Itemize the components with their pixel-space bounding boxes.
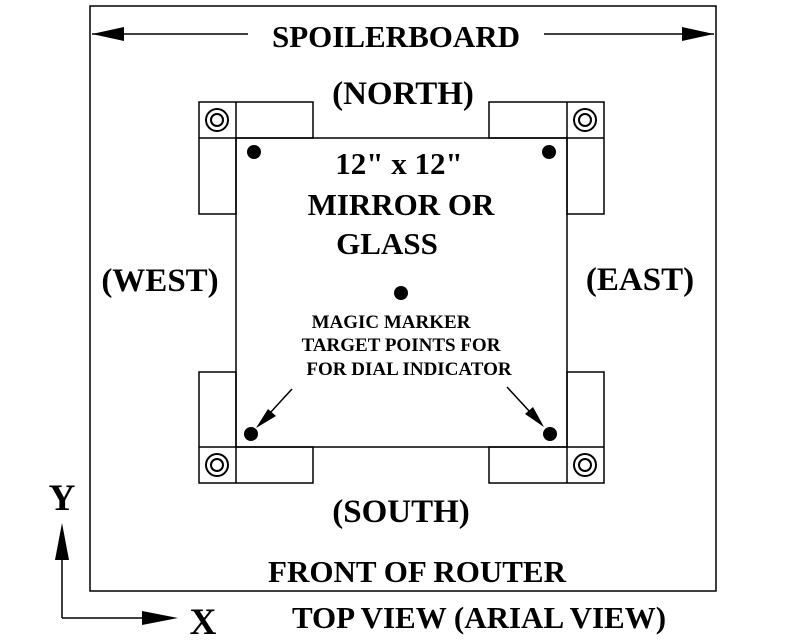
- target-point-nw: [247, 145, 261, 159]
- clamp-outlines: [198, 101, 605, 484]
- target-point-se: [543, 427, 557, 441]
- view-label: TOP VIEW (ARIAL VIEW): [292, 600, 666, 635]
- target-point-center: [394, 286, 408, 300]
- marker-note-line1: MAGIC MARKER: [312, 312, 471, 333]
- glass-plate: [235, 137, 568, 448]
- west-label: (WEST): [101, 263, 218, 299]
- spoilerboard-border: [89, 5, 717, 592]
- east-label: (EAST): [586, 262, 694, 298]
- leader-arrow-sw: [256, 388, 293, 428]
- axis-indicator: [55, 523, 178, 625]
- glass-material-label-2: GLASS: [336, 226, 438, 261]
- glass-size-label: 12" x 12": [335, 146, 462, 181]
- south-label: (SOUTH): [332, 494, 470, 530]
- spoilerboard-label: SPOILERBOARD: [272, 19, 520, 54]
- x-axis-label: X: [190, 602, 217, 640]
- north-label: (NORTH): [332, 76, 474, 112]
- bolt-ne: [573, 108, 597, 132]
- leader-arrow-se: [506, 386, 544, 427]
- glass-material-label: MIRROR OR: [308, 187, 495, 222]
- bolt-se: [573, 453, 597, 477]
- target-point-ne: [542, 145, 556, 159]
- front-of-router-label: FRONT OF ROUTER: [268, 554, 567, 589]
- marker-note-line2: TARGET POINTS FOR: [302, 335, 501, 356]
- y-axis-label: Y: [49, 478, 76, 519]
- bolt-sw: [205, 453, 229, 477]
- target-point-sw: [244, 427, 258, 441]
- bolt-nw: [205, 108, 229, 132]
- marker-note-line3: FOR DIAL INDICATOR: [306, 359, 511, 380]
- spoilerboard-dimension-arrows: [92, 27, 714, 41]
